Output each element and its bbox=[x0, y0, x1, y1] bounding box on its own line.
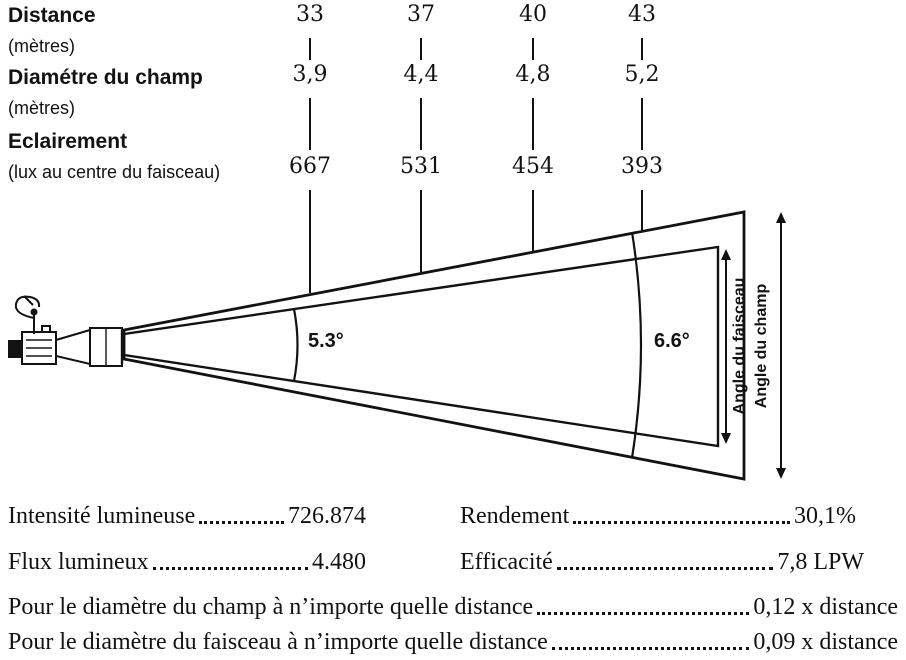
illuminance-value: 454 bbox=[512, 154, 554, 179]
beam-angle-arrow bbox=[721, 249, 731, 444]
distance-value: 40 bbox=[519, 2, 547, 27]
illuminance-unit: (lux au centre du faisceau) bbox=[8, 162, 221, 182]
rule-beam-diameter: Pour le diamètre du faisceau à n’importe… bbox=[8, 629, 898, 656]
stat-label: Rendement bbox=[460, 503, 570, 529]
rule-field-diameter: Pour le diamètre du champ à n’importe qu… bbox=[8, 594, 898, 621]
stat-rendement: Rendement 30,1% bbox=[460, 503, 856, 530]
illuminance-label: Eclairement bbox=[8, 130, 128, 153]
stat-luminous-flux: Flux lumineux 4.480 bbox=[8, 549, 366, 576]
stat-value: 0,12 x distance bbox=[753, 594, 898, 620]
field-diameter-value: 4,4 bbox=[403, 62, 439, 87]
stat-value: 0,09 x distance bbox=[753, 629, 898, 655]
illuminance-value: 393 bbox=[621, 154, 663, 179]
stat-value: 4.480 bbox=[312, 549, 366, 575]
beam-cone-outline bbox=[122, 245, 720, 448]
field-diameter-label: Diamétre du champ bbox=[8, 66, 203, 89]
dot-leader bbox=[199, 521, 284, 524]
distance-value: 33 bbox=[296, 2, 324, 27]
beam-angle-axis-label: Angle du faisceau bbox=[731, 277, 748, 415]
field-angle-arrow bbox=[776, 212, 786, 479]
beam-angle-value: 5.3° bbox=[308, 330, 344, 352]
stat-value: 726.874 bbox=[288, 503, 366, 529]
dot-leader bbox=[152, 567, 308, 570]
dot-leader bbox=[556, 567, 774, 570]
projector-illustration bbox=[8, 295, 124, 367]
dot-leader bbox=[551, 647, 750, 650]
stat-efficacite: Efficacité 7,8 LPW bbox=[460, 549, 864, 576]
distance-unit: (mètres) bbox=[8, 36, 75, 56]
distance-label: Distance bbox=[8, 4, 96, 27]
illuminance-value: 531 bbox=[400, 154, 442, 179]
stat-label: Efficacité bbox=[460, 549, 553, 575]
field-angle-arc bbox=[630, 231, 643, 459]
field-diameter-value: 3,9 bbox=[292, 62, 328, 87]
stat-label: Pour le diamètre du faisceau à n’importe… bbox=[8, 629, 548, 655]
beam-angle-arc bbox=[292, 308, 299, 382]
field-angle-value: 6.6° bbox=[654, 330, 690, 352]
field-diameter-unit: (mètres) bbox=[8, 98, 75, 118]
field-diameter-value: 4,8 bbox=[515, 62, 551, 87]
stat-label: Pour le diamètre du champ à n’importe qu… bbox=[8, 594, 534, 620]
stat-label: Intensité lumineuse bbox=[8, 503, 196, 529]
dot-leader bbox=[537, 612, 750, 615]
illuminance-value: 667 bbox=[289, 154, 331, 179]
stat-value: 7,8 LPW bbox=[777, 549, 864, 575]
field-diameter-value: 5,2 bbox=[624, 62, 660, 87]
stat-luminous-intensity: Intensité lumineuse 726.874 bbox=[8, 503, 366, 530]
field-angle-axis-label: Angle du champ bbox=[753, 283, 770, 409]
stat-value: 30,1% bbox=[794, 503, 856, 529]
dot-leader bbox=[573, 521, 790, 524]
stat-label: Flux lumineux bbox=[8, 549, 149, 575]
distance-value: 43 bbox=[628, 2, 656, 27]
field-cone-outline bbox=[122, 210, 746, 481]
distance-value: 37 bbox=[407, 2, 435, 27]
